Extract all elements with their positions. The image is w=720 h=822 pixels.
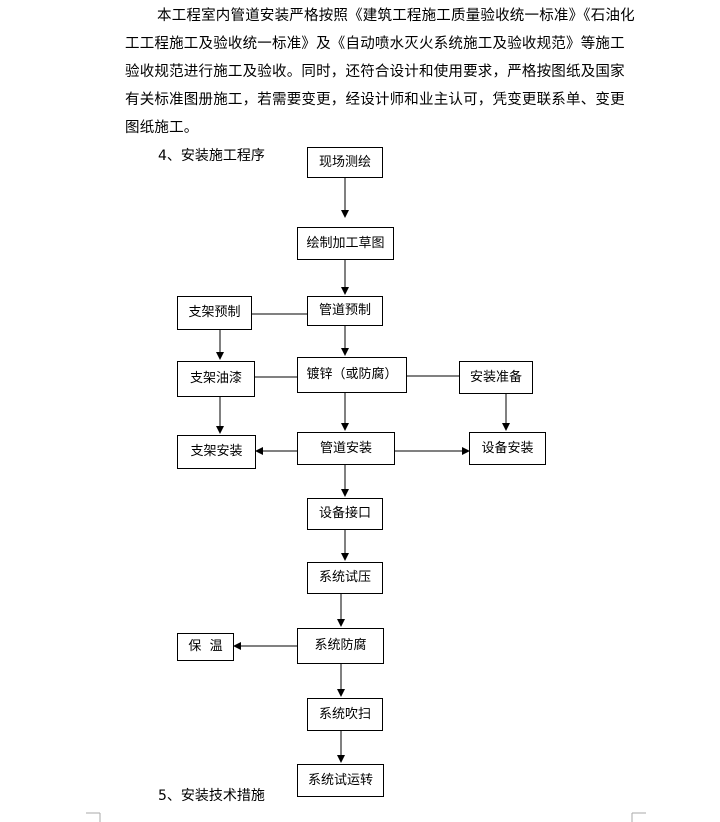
intro-paragraph-text: 本工程室内管道安装严格按照《建筑工程施工质量验收统一标准》《石油化工工程施工及验… bbox=[125, 8, 635, 136]
box-pipe-install: 管道安装 bbox=[297, 432, 395, 465]
box-equipment-connect-label: 设备接口 bbox=[318, 506, 371, 521]
box-survey-label: 现场测绘 bbox=[318, 154, 371, 170]
section-5-heading: 5、安装技术措施 bbox=[158, 788, 265, 804]
box-trial-run: 系统试运转 bbox=[297, 764, 384, 797]
box-survey: 现场测绘 bbox=[307, 147, 383, 178]
box-pipe-prefab: 管道预制 bbox=[307, 296, 383, 326]
box-trial-run-label: 系统试运转 bbox=[307, 772, 373, 788]
box-pressure-test: 系统试压 bbox=[307, 562, 383, 594]
box-equipment-install: 设备安装 bbox=[469, 432, 546, 465]
box-galvanize: 镀锌（或防腐） bbox=[297, 357, 407, 393]
box-pressure-test-label: 系统试压 bbox=[318, 570, 371, 585]
box-insulation-label: 保 温 bbox=[188, 639, 223, 654]
box-system-anticorrosion-label: 系统防腐 bbox=[314, 638, 367, 653]
intro-paragraph: 本工程室内管道安装严格按照《建筑工程施工质量验收统一标准》《石油化工工程施工及验… bbox=[125, 2, 635, 142]
box-purge-label: 系统吹扫 bbox=[318, 706, 371, 722]
box-sketch-label: 绘制加工草图 bbox=[306, 235, 385, 251]
box-install-prep: 安装准备 bbox=[459, 361, 533, 394]
box-sketch: 绘制加工草图 bbox=[297, 227, 394, 260]
box-galvanize-label: 镀锌（或防腐） bbox=[306, 367, 398, 382]
box-support-paint-label: 支架油漆 bbox=[189, 371, 242, 386]
box-pipe-prefab-label: 管道预制 bbox=[318, 303, 371, 318]
section-4-heading: 4、安装施工程序 bbox=[158, 148, 265, 164]
box-equipment-install-label: 设备安装 bbox=[481, 440, 534, 456]
box-system-anticorrosion: 系统防腐 bbox=[297, 628, 384, 664]
box-install-prep-label: 安装准备 bbox=[469, 369, 522, 385]
box-pipe-install-label: 管道安装 bbox=[319, 440, 372, 456]
box-support-paint: 支架油漆 bbox=[177, 361, 255, 397]
box-equipment-connect: 设备接口 bbox=[307, 498, 383, 530]
box-purge: 系统吹扫 bbox=[307, 698, 383, 731]
box-insulation: 保 温 bbox=[177, 633, 234, 661]
box-support-install-label: 支架安装 bbox=[190, 444, 243, 459]
box-support-prefab: 支架预制 bbox=[177, 296, 252, 330]
box-support-prefab-label: 支架预制 bbox=[188, 305, 241, 320]
box-support-install: 支架安装 bbox=[177, 435, 256, 469]
